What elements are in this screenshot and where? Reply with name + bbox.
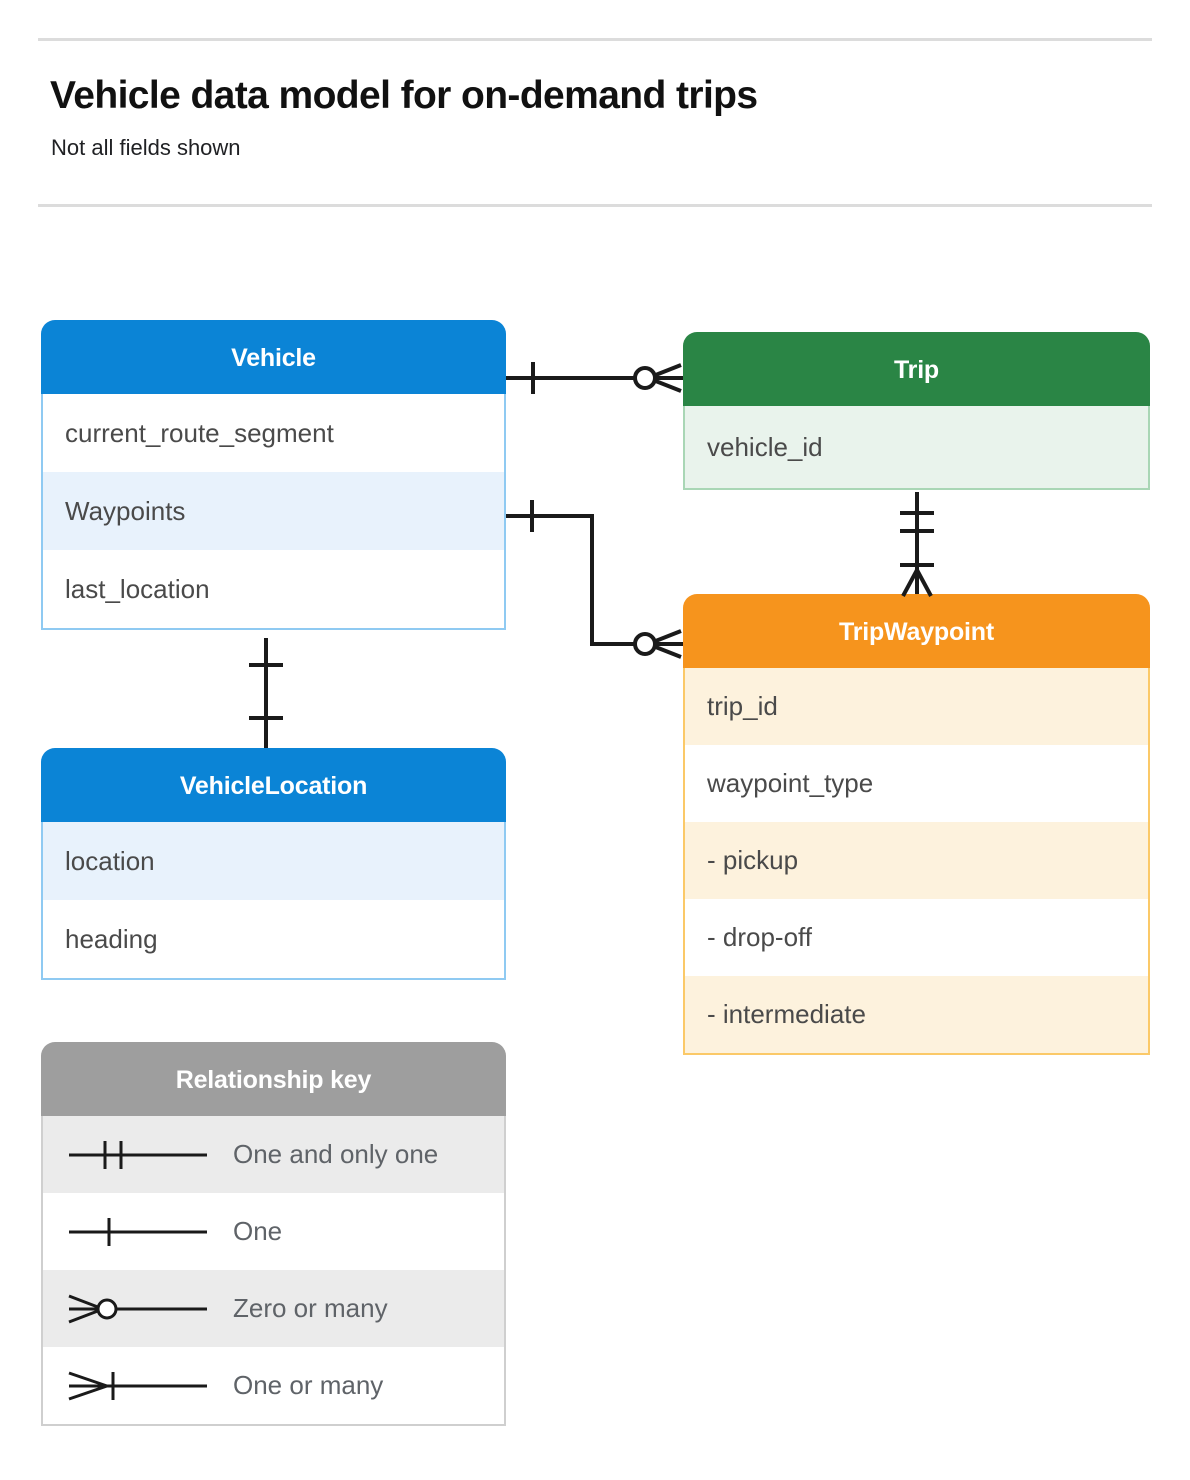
entity-trip-waypoint-field-trip-id: trip_id	[683, 668, 1150, 747]
entity-trip-waypoint-field-waypoint-type: waypoint_type	[683, 745, 1150, 824]
entity-vehicle-title: Vehicle	[41, 320, 506, 396]
zero-or-many-icon	[43, 1270, 233, 1347]
one-icon	[43, 1193, 233, 1270]
legend-row-one: One	[41, 1193, 506, 1272]
one-and-only-one-icon	[43, 1116, 233, 1193]
entity-trip-waypoint-title: TripWaypoint	[683, 594, 1150, 670]
entity-vehicle-location[interactable]: VehicleLocation location heading	[41, 748, 506, 980]
entity-trip-waypoint-value-drop-off: - drop-off	[683, 899, 1150, 978]
entity-trip-field-vehicle-id: vehicle_id	[683, 406, 1150, 490]
entity-trip-title: Trip	[683, 332, 1150, 408]
relationship-key-legend[interactable]: Relationship key One and only one One	[41, 1042, 506, 1426]
relationship-key-title: Relationship key	[41, 1042, 506, 1118]
legend-label-one-or-many: One or many	[233, 1370, 384, 1400]
one-or-many-icon	[43, 1347, 233, 1424]
legend-row-one-or-many: One or many	[41, 1347, 506, 1426]
entity-trip-waypoint-value-pickup: - pickup	[683, 822, 1150, 901]
relationship-vehicle-trip	[506, 362, 683, 394]
entity-trip-waypoint-value-intermediate: - intermediate	[683, 976, 1150, 1055]
page-title: Vehicle data model for on-demand trips	[50, 74, 758, 117]
entity-trip-waypoint[interactable]: TripWaypoint trip_id waypoint_type - pic…	[683, 594, 1150, 1055]
legend-label-one: One	[233, 1216, 283, 1246]
legend-label-one-and-only-one: One and only one	[233, 1139, 439, 1169]
entity-vehicle[interactable]: Vehicle current_route_segment Waypoints …	[41, 320, 506, 630]
entity-vehicle-location-field-heading: heading	[41, 900, 506, 980]
relationship-waypoints-tripwaypoint	[506, 500, 683, 659]
entity-vehicle-location-field-location: location	[41, 822, 506, 902]
entity-vehicle-location-title: VehicleLocation	[41, 748, 506, 824]
page-subtitle: Not all fields shown	[51, 135, 241, 160]
legend-row-zero-or-many: Zero or many	[41, 1270, 506, 1349]
divider-top	[38, 38, 1152, 41]
relationship-trip-tripwaypoint	[900, 492, 934, 597]
divider-under-header	[38, 204, 1152, 207]
entity-trip[interactable]: Trip vehicle_id	[683, 332, 1150, 490]
entity-vehicle-field-current-route-segment: current_route_segment	[41, 394, 506, 474]
relationship-vehicle-vehiclelocation	[249, 638, 283, 748]
entity-vehicle-field-last-location: last_location	[41, 550, 506, 630]
legend-row-one-and-only-one: One and only one	[41, 1116, 506, 1195]
legend-label-zero-or-many: Zero or many	[233, 1293, 388, 1323]
